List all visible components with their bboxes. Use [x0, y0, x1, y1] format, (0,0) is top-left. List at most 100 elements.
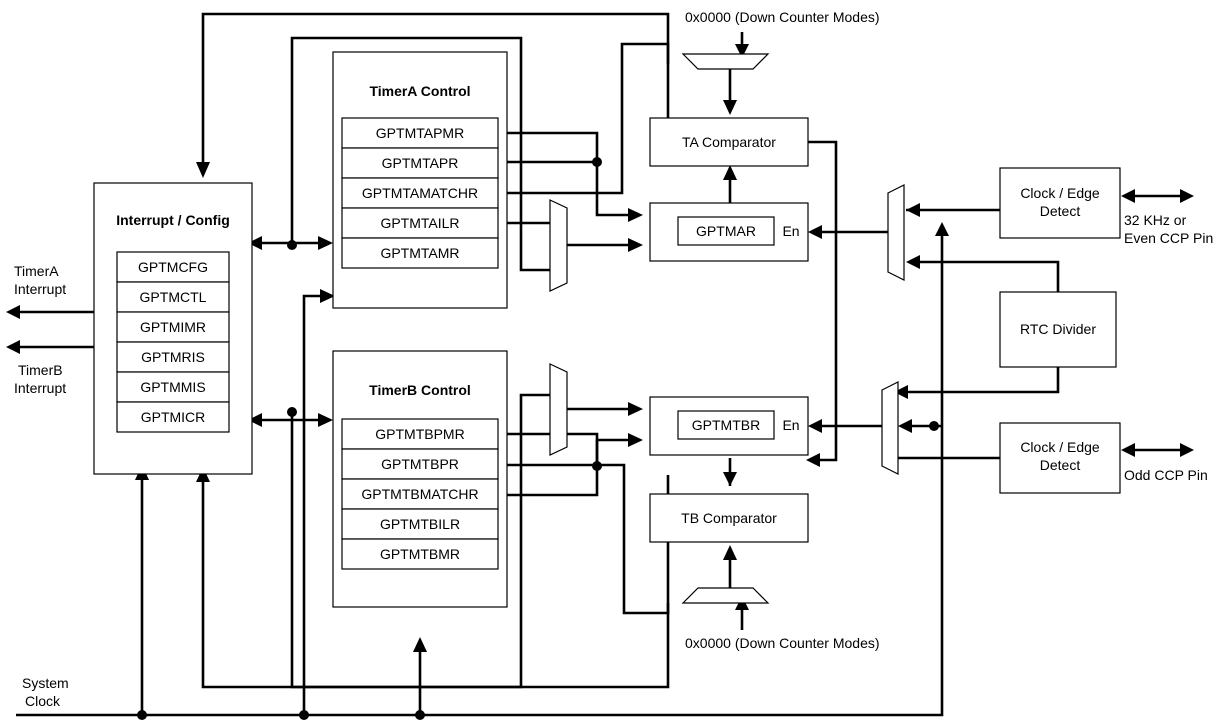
register-row	[116, 401, 230, 433]
mux-clock-a	[887, 184, 905, 281]
arrowhead	[906, 255, 920, 269]
clock-edge-detect-a-block: Clock / Edge Detect	[999, 167, 1121, 239]
arrowhead	[318, 413, 333, 427]
register-label: GPTMTBILR	[380, 516, 460, 532]
bottom-zero-label: 0x0000 (Down Counter Modes)	[685, 635, 880, 651]
register-row	[116, 251, 230, 283]
gptmtbr-block: GPTMTBR En	[649, 396, 809, 456]
junction-dot	[592, 461, 602, 471]
arrowhead	[413, 637, 427, 652]
junction-dot	[929, 421, 939, 431]
mux-clock-b	[881, 381, 899, 475]
arrowhead	[806, 453, 820, 467]
rtc-divider-label: RTC Divider	[1020, 321, 1096, 337]
mux-bottom	[681, 587, 770, 604]
mux-top	[681, 53, 770, 70]
ta-comparator-block: TA Comparator	[649, 117, 809, 167]
top-zero-label: 0x0000 (Down Counter Modes)	[685, 9, 880, 25]
gptmar-label: GPTMAR	[696, 223, 756, 239]
clock-edge-a-line2: Detect	[1040, 203, 1081, 219]
register-label: GPTMCFG	[138, 259, 208, 275]
arrowhead	[248, 413, 262, 427]
register-label: GPTMTBPMR	[375, 426, 464, 442]
register-label: GPTMTBPR	[381, 456, 459, 472]
interrupt-config-title: Interrupt / Config	[116, 212, 230, 228]
arrowhead	[196, 162, 210, 178]
system-clock-line1: System	[22, 675, 69, 691]
arrowhead	[808, 225, 822, 239]
clock-edge-b-line1: Clock / Edge	[1020, 439, 1100, 455]
odd-pin-label: Odd CCP Pin	[1124, 467, 1208, 483]
register-label: GPTMTAPMR	[376, 125, 464, 141]
arrowhead	[935, 222, 949, 236]
timera-control-block: TimerA Control GPTMTAPMR GPTMTAPR GPTMTA…	[332, 51, 508, 309]
arrowhead	[808, 419, 822, 433]
mux-timerb	[549, 363, 568, 456]
register-label: GPTMTBMR	[380, 546, 460, 562]
register-row	[116, 281, 230, 313]
register-label: GPTMICR	[141, 409, 206, 425]
arrowhead	[6, 305, 20, 319]
system-clock-line2: Clock	[25, 693, 61, 709]
even-pin-line1: 32 KHz or	[1124, 212, 1187, 228]
arrowhead	[628, 208, 643, 222]
arrowhead	[735, 44, 749, 58]
arrowhead	[723, 165, 737, 180]
en-a-label: En	[782, 223, 799, 239]
rtc-divider-block: RTC Divider	[999, 291, 1117, 368]
arrowhead	[318, 236, 333, 250]
tb-comparator-block: TB Comparator	[649, 493, 809, 543]
arrowhead	[894, 385, 908, 399]
clock-edge-b-line2: Detect	[1040, 457, 1081, 473]
register-label: GPTMIMR	[140, 319, 206, 335]
arrowhead	[628, 402, 643, 416]
arrowhead	[628, 433, 643, 447]
en-b-label: En	[782, 417, 799, 433]
register-label: GPTMRIS	[141, 349, 205, 365]
ta-comparator-label: TA Comparator	[682, 134, 776, 150]
arrowhead	[6, 340, 20, 354]
register-label: GPTMTAPR	[382, 155, 459, 171]
tb-comparator-label: TB Comparator	[681, 510, 777, 526]
mux-timera	[549, 199, 568, 292]
timerb-control-block: TimerB Control GPTMTBPMR GPTMTBPR GPTMTB…	[332, 350, 508, 608]
register-row	[116, 311, 230, 343]
register-label: GPTMCTL	[140, 289, 207, 305]
arrowhead	[1121, 189, 1135, 203]
register-label: GPTMTAMATCHR	[362, 185, 478, 201]
junction-dot	[137, 710, 147, 720]
clock-edge-detect-b-block: Clock / Edge Detect	[999, 422, 1121, 494]
timerb-interrupt-line2: Interrupt	[14, 380, 66, 396]
arrowhead	[1180, 443, 1194, 457]
register-label: GPTMTBMATCHR	[361, 486, 478, 502]
clock-edge-a-line1: Clock / Edge	[1020, 185, 1100, 201]
arrowhead	[320, 289, 335, 303]
register-row	[116, 371, 230, 403]
junction-dot	[287, 240, 297, 250]
arrowhead	[723, 545, 737, 560]
register-label: GPTMTAMR	[380, 245, 459, 261]
register-label: GPTMTAILR	[380, 215, 459, 231]
junction-dot	[287, 407, 297, 417]
arrowhead	[1121, 443, 1135, 457]
junction-dot	[299, 710, 309, 720]
arrowhead	[723, 100, 737, 115]
muxes	[549, 53, 905, 604]
junctions	[137, 157, 939, 720]
timerb-interrupt-line1: TimerB	[18, 362, 63, 378]
junction-dot	[592, 157, 602, 167]
register-label: GPTMMIS	[140, 379, 205, 395]
gptmtbr-label: GPTMTBR	[692, 417, 760, 433]
arrowhead	[248, 236, 262, 250]
timerb-control-title: TimerB Control	[369, 382, 471, 398]
even-pin-line2: Even CCP Pin	[1124, 230, 1213, 246]
register-row	[116, 341, 230, 373]
labels: 0x0000 (Down Counter Modes) 0x0000 (Down…	[14, 9, 1213, 709]
arrowhead	[898, 419, 912, 433]
junction-dot	[415, 710, 425, 720]
gptmar-block: GPTMAR En	[649, 202, 809, 262]
arrowhead	[628, 238, 643, 252]
arrowhead	[723, 472, 737, 486]
arrowhead	[1180, 189, 1194, 203]
